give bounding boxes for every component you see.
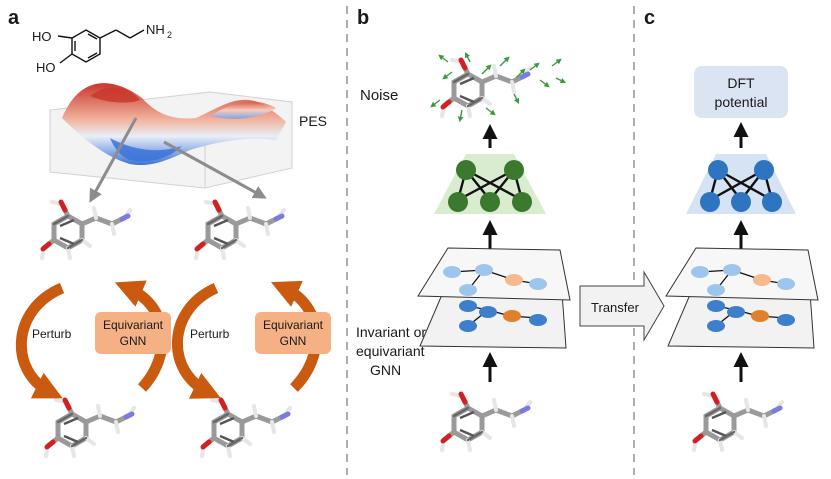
- gnn-layers-c: [665, 247, 819, 349]
- formula-ho-bottom: HO: [36, 60, 56, 75]
- molecule-a-top-left: [42, 202, 130, 258]
- input-molecule-b: [442, 394, 530, 450]
- equivariant-gnn-box-right: [255, 312, 331, 354]
- pes-surface-plot: [49, 83, 293, 189]
- green-prediction-head: [434, 154, 546, 214]
- panel-letter-b: b: [357, 7, 369, 29]
- transfer-label: Transfer: [591, 300, 640, 315]
- formula-subscript: 2: [167, 30, 172, 40]
- perturb-label-left: Perturb: [32, 327, 72, 341]
- equivariant-gnn-right-line2: GNN: [280, 334, 307, 348]
- equivariant-gnn-left-line1: Equivariant: [103, 318, 164, 332]
- panel-letter-a: a: [8, 7, 20, 29]
- pes-label: PES: [299, 113, 327, 129]
- panel-letter-c: c: [644, 7, 655, 29]
- equivariant-gnn-left-line2: GNN: [120, 334, 147, 348]
- dft-potential-line1: DFT: [727, 75, 755, 91]
- gnn-layers-b: [417, 247, 571, 349]
- perturb-label-right: Perturb: [190, 327, 230, 341]
- gnn-caption-line2: equivariant: [356, 343, 425, 359]
- gnn-caption-line3: GNN: [370, 362, 401, 378]
- noise-label: Noise: [360, 87, 398, 104]
- molecule-a-top-right: [196, 202, 284, 258]
- cycle-left: Equivariant GNN Perturb: [15, 280, 171, 399]
- dopamine-skeletal-formula: [57, 29, 145, 64]
- molecule-a-bottom-right: [202, 400, 290, 456]
- cycle-right: Equivariant GNN Perturb: [171, 280, 331, 399]
- formula-nh: NH: [146, 22, 165, 37]
- input-molecule-c: [694, 394, 782, 450]
- formula-ho-top: HO: [32, 29, 52, 44]
- equivariant-gnn-right-line1: Equivariant: [263, 318, 324, 332]
- dft-potential-box: [694, 66, 788, 118]
- blue-prediction-head: [686, 154, 796, 214]
- noise-vector-icon: [430, 51, 567, 123]
- right-arrow-icon: [579, 270, 665, 342]
- dft-potential-line2: potential: [715, 94, 768, 110]
- equivariant-gnn-box-left: [95, 312, 171, 354]
- pes-arrow-right: [163, 140, 267, 199]
- pes-arrow-left: [89, 117, 138, 203]
- gnn-caption-line1: Invariant or: [356, 324, 426, 340]
- noisy-molecule: [442, 60, 530, 116]
- molecule-a-bottom-left: [46, 400, 134, 456]
